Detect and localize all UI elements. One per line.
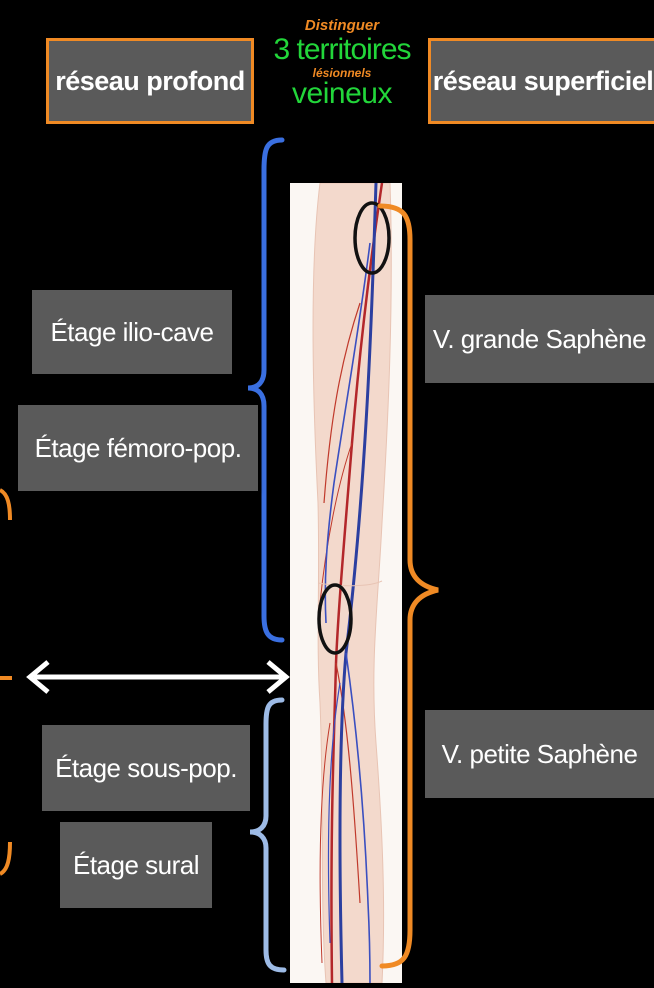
stage-sural-label: Étage sural (60, 822, 212, 908)
great-saphenous-label: V. grande Saphène (425, 295, 654, 383)
stage-ilio-cave-label: Étage ilio-cave (32, 290, 232, 374)
left-edge-brace-bottom (0, 842, 10, 874)
stage-sous-pop-label: Étage sous-pop. (42, 725, 250, 811)
deep-lower-brace (250, 700, 284, 970)
knee-level-double-arrow (30, 662, 286, 692)
deep-upper-brace (248, 140, 282, 640)
stage-femoro-pop-label: Étage fémoro-pop. (18, 405, 258, 491)
small-saphenous-label: V. petite Saphène (425, 710, 654, 798)
left-edge-brace-top (0, 490, 10, 520)
